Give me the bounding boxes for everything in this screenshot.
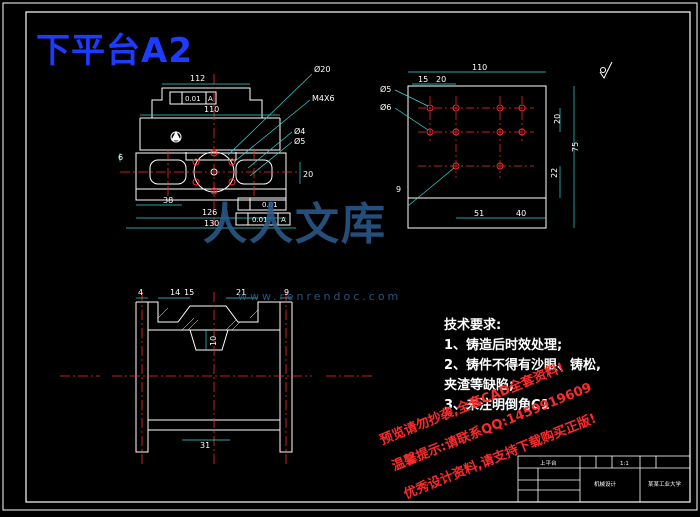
dim-110: 110 [204, 105, 219, 114]
section-dim-labels: 4 14 15 21 9 10 31 [138, 288, 289, 450]
dim-sec-9: 9 [284, 288, 289, 297]
dim-38: 38 [163, 196, 173, 205]
dim-top-110: 110 [472, 63, 487, 72]
outer-frame [2, 2, 698, 511]
dim-top-20: 20 [436, 75, 446, 84]
dim-top-20b: 20 [553, 114, 562, 124]
title-block [517, 455, 691, 503]
tech-heading: 技术要求: [444, 318, 502, 333]
dim-112: 112 [190, 74, 205, 83]
top-dim-labels: 110 15 20 20 22 75 51 40 9 Ø5 Ø6 [380, 63, 580, 218]
dim-top-40: 40 [516, 209, 526, 218]
dim-20: 20 [303, 170, 313, 179]
tech-item-1: 1、铸造后时效处理; [444, 338, 563, 353]
title-part-name: 上平台 [540, 459, 557, 467]
watermark-logo: 人人文库 [203, 199, 387, 250]
dim-sec-10: 10 [209, 336, 218, 346]
tech-requirements: 技术要求: 1、铸造后时效处理; 2、铸件不得有沙眼、铸松, 夹渣等缺陷; 3、… [444, 316, 601, 416]
title-school: 某某工业大学 [648, 480, 682, 488]
dim-top-22: 22 [550, 168, 559, 178]
section-dimensions [136, 297, 292, 441]
dim-m4x6: M4X6 [312, 94, 335, 103]
front-centerlines [120, 74, 300, 226]
front-dimensions [119, 73, 313, 229]
dim-phi5: Ø5 [294, 136, 305, 146]
roughness-symbol [599, 61, 613, 79]
top-centerlines [418, 96, 534, 178]
tol-perp-datum: A [281, 216, 286, 224]
dim-phi20: Ø20 [314, 64, 330, 74]
tol-datum-ref: A [208, 95, 213, 103]
tol-perpendicularity: 0.01 [252, 216, 268, 224]
top-view [407, 85, 547, 229]
inner-frame [25, 11, 691, 503]
dim-top-75: 75 [571, 142, 580, 152]
dim-phi4: Ø4 [294, 126, 305, 136]
dim-top-51: 51 [474, 209, 484, 218]
dim-6: 6 [118, 153, 123, 162]
dim-top-phi5: Ø5 [380, 84, 391, 94]
drawing-title: 下平台A2 [36, 31, 193, 71]
dim-126: 126 [202, 208, 217, 217]
tech-item-4: 3、未注明倒角C1 [444, 398, 550, 413]
dim-sec-14: 14 [170, 288, 180, 297]
top-dimensions [394, 71, 575, 228]
watermark-url: www.renrendoc.com [238, 290, 402, 303]
section-hatch [157, 307, 259, 331]
dim-sec-4: 4 [138, 288, 143, 297]
tech-item-2: 2、铸件不得有沙眼、铸松, [444, 358, 601, 373]
top-view-holes [426, 104, 526, 170]
dim-top-15: 15 [418, 75, 428, 84]
dim-sec-31: 31 [200, 441, 210, 450]
title-class: 机械设计 [594, 480, 617, 488]
section-centerlines [60, 292, 372, 464]
title-scale: 1:1 [620, 461, 629, 467]
dim-top-phi6: Ø6 [380, 102, 391, 112]
tol-flatness: 0.01 [185, 95, 201, 103]
dim-sec-15: 15 [184, 288, 194, 297]
dim-sec-21: 21 [236, 288, 246, 297]
tol-cylindricity: 0.01 [262, 201, 278, 209]
dim-top-9: 9 [396, 185, 401, 194]
tech-item-3: 夹渣等缺陷; [444, 378, 515, 393]
title-block-text: 上平台 1:1 机械设计 某某工业大学 [540, 459, 682, 488]
front-dim-labels: 112 110 126 130 38 20 6 Ø20 M4X6 Ø4 Ø5 0… [118, 64, 335, 228]
dim-130: 130 [204, 219, 219, 228]
